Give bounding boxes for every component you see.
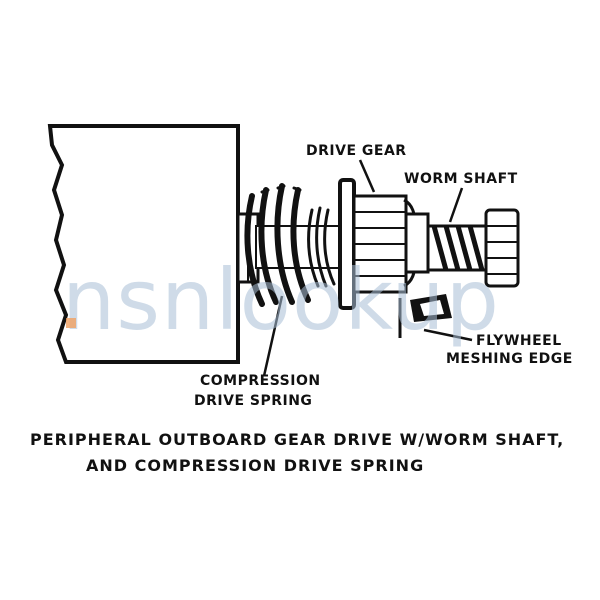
label-drive-gear: DRIVE GEAR [306,143,407,159]
label-drive-spring: DRIVE SPRING [194,393,313,409]
label-compression: COMPRESSION [200,373,321,389]
label-meshing-edge: MESHING EDGE [446,351,573,367]
caption-line-1: PERIPHERAL OUTBOARD GEAR DRIVE W/WORM SH… [30,430,565,449]
flywheel-meshing-edge [398,294,452,338]
compression-spring [244,183,336,307]
motor-housing [47,124,240,364]
label-flywheel: FLYWHEEL [476,333,562,349]
end-pinion [484,208,520,288]
watermark-text: nsnlookup [62,251,500,349]
worm-shaft [426,224,488,272]
label-worm-shaft: WORM SHAFT [404,171,518,187]
drive-gear [352,194,430,294]
leader-lines [262,159,473,377]
caption-line-2: AND COMPRESSION DRIVE SPRING [86,456,425,475]
watermark-accent [66,318,76,328]
